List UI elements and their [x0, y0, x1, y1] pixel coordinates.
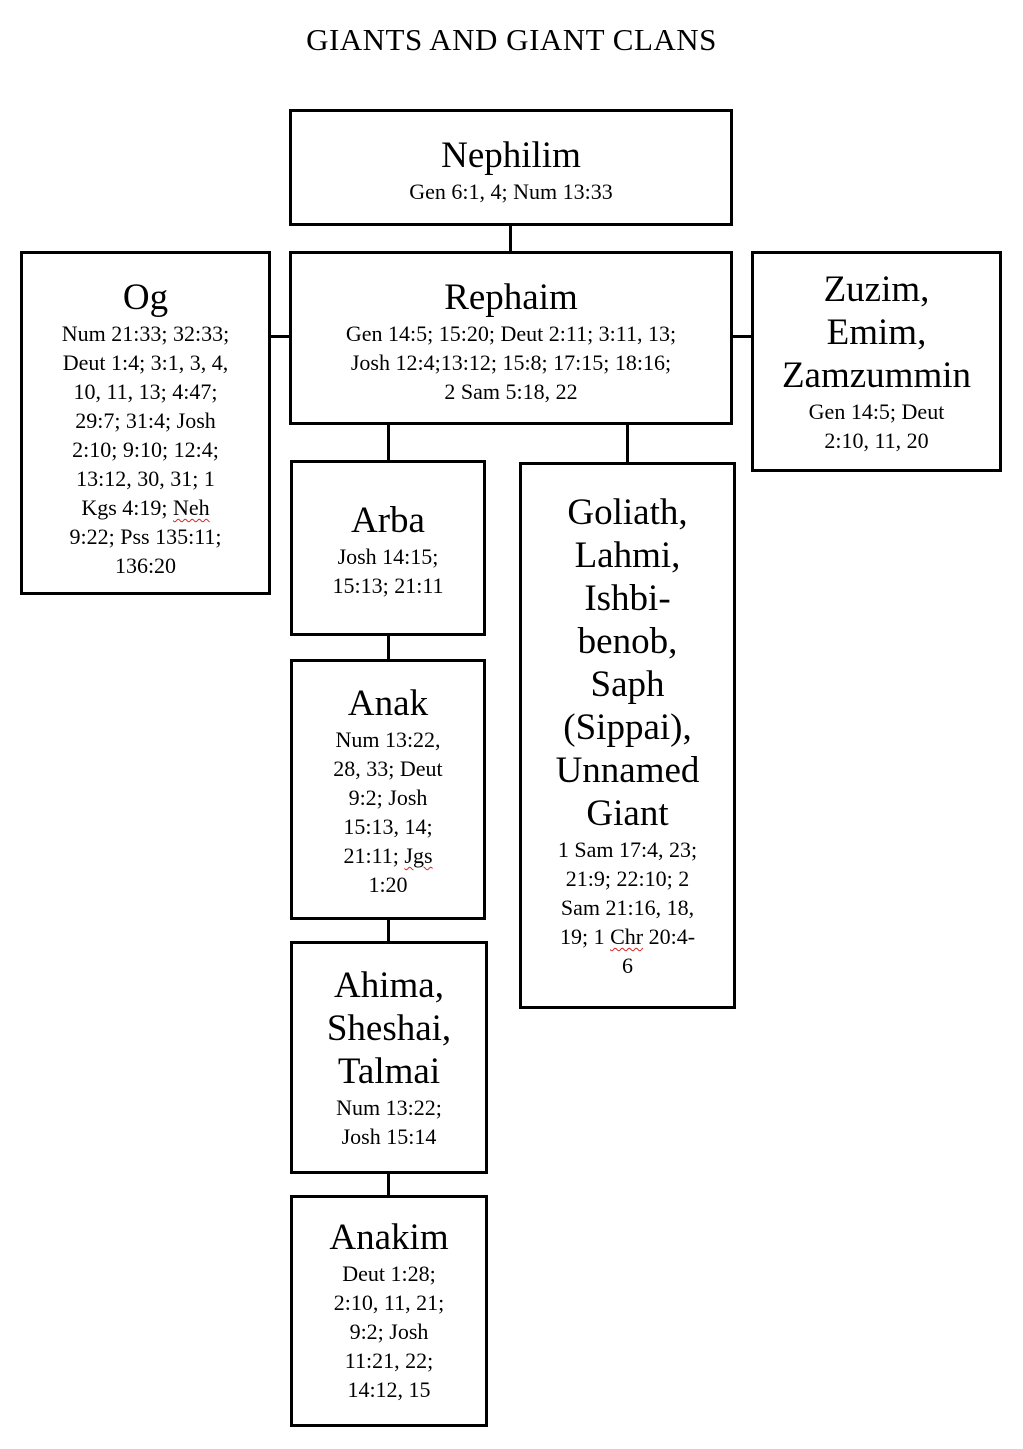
node-arba: Arba Josh 14:15; 15:13; 21:11: [290, 460, 486, 636]
node-og: Og Num 21:33; 32:33; Deut 1:4; 3:1, 3, 4…: [20, 251, 271, 595]
connector-nephilim-rephaim: [509, 224, 512, 253]
node-nephilim: Nephilim Gen 6:1, 4; Num 13:33: [289, 109, 733, 226]
connector-ahima-anakim: [387, 1171, 390, 1198]
node-refs: Gen 14:5; Deut 2:10, 11, 20: [808, 399, 945, 453]
connector-rephaim-goliath: [626, 423, 629, 465]
connector-rephaim-zuzim: [731, 335, 753, 338]
connector-arba-anak: [387, 633, 390, 662]
node-name: Arba: [351, 500, 425, 541]
node-refs: Josh 14:15; 15:13; 21:11: [332, 544, 444, 598]
node-name: Anakim: [329, 1217, 449, 1258]
node-refs: 1 Sam 17:4, 23; 21:9; 22:10; 2 Sam 21:16…: [557, 837, 698, 978]
node-rephaim: Rephaim Gen 14:5; 15:20; Deut 2:11; 3:11…: [289, 251, 733, 425]
node-anak: Anak Num 13:22, 28, 33; Deut 9:2; Josh 1…: [290, 659, 486, 920]
node-refs: Num 13:22, 28, 33; Deut 9:2; Josh 15:13,…: [333, 727, 443, 897]
node-name: Anak: [347, 683, 429, 724]
node-name: Goliath, Lahmi, Ishbi- benob, Saph (Sipp…: [555, 492, 700, 834]
node-refs: Deut 1:28; 2:10, 11, 21; 9:2; Josh 11:21…: [333, 1261, 445, 1402]
chart-title: GIANTS AND GIANT CLANS: [306, 22, 717, 57]
node-refs: Num 13:22; Josh 15:14: [336, 1095, 442, 1149]
node-name: Rephaim: [444, 277, 578, 318]
connector-rephaim-arba: [387, 423, 390, 463]
node-zuzim-emim-zamzummin: Zuzim, Emim, Zamzummin Gen 14:5; Deut 2:…: [751, 251, 1002, 472]
connector-anak-ahima: [387, 917, 390, 944]
node-name: Og: [122, 277, 169, 318]
node-goliath-group: Goliath, Lahmi, Ishbi- benob, Saph (Sipp…: [519, 462, 736, 1009]
node-name: Ahima, Sheshai, Talmai: [326, 965, 452, 1092]
node-refs: Gen 14:5; 15:20; Deut 2:11; 3:11, 13; Jo…: [345, 321, 677, 404]
spellcheck-underline: Neh: [173, 495, 210, 520]
spellcheck-underline: Chr: [610, 924, 644, 949]
node-name: Zuzim, Emim, Zamzummin: [781, 269, 972, 396]
node-refs: Gen 6:1, 4; Num 13:33: [409, 179, 613, 204]
node-refs: Num 21:33; 32:33; Deut 1:4; 3:1, 3, 4, 1…: [61, 321, 230, 578]
spellcheck-underline: Jgs: [404, 843, 433, 868]
node-name: Nephilim: [441, 135, 581, 176]
node-ahima-sheshai-talmai: Ahima, Sheshai, Talmai Num 13:22; Josh 1…: [290, 941, 488, 1174]
node-anakim: Anakim Deut 1:28; 2:10, 11, 21; 9:2; Jos…: [290, 1195, 488, 1427]
connector-og-rephaim: [268, 335, 292, 338]
